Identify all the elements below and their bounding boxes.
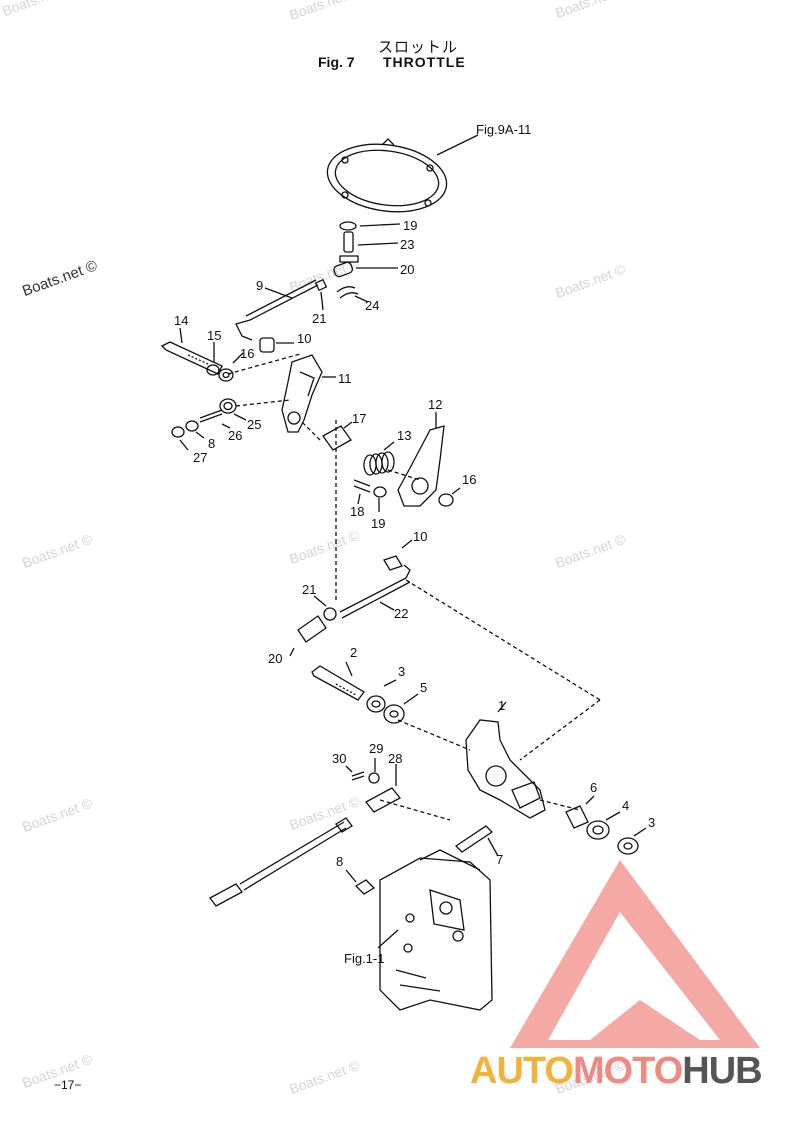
callout-21: 21 [302, 582, 316, 597]
callout-10: 10 [413, 529, 427, 544]
ref-fig1: Fig.1-1 [344, 951, 384, 966]
callout-20: 20 [268, 651, 282, 666]
callout-1: 1 [498, 698, 505, 713]
callout-28: 28 [388, 751, 402, 766]
callout-14: 14 [174, 313, 188, 328]
callout-27: 27 [193, 450, 207, 465]
callout-29: 29 [369, 741, 383, 756]
part-bracket-1 [465, 719, 546, 819]
callout-10: 10 [297, 331, 311, 346]
part-bolt-7 [454, 825, 494, 853]
callout-15: 15 [207, 328, 221, 343]
logo-part-moto: MOTO [572, 1050, 683, 1092]
callout-23: 23 [400, 237, 414, 252]
ref-fig9a: Fig.9A-11 [476, 122, 531, 137]
callout-19: 19 [371, 516, 385, 531]
part-bolt-2 [311, 665, 365, 701]
figure-number: Fig. 7 [318, 54, 355, 70]
callout-24: 24 [365, 298, 379, 313]
part-rod-9 [235, 279, 319, 341]
callout-16: 16 [240, 346, 254, 361]
callout-17: 17 [352, 411, 366, 426]
title-japanese: スロットル [378, 39, 459, 56]
part-throttle-cable [209, 817, 353, 907]
part-gasket-top [326, 138, 448, 213]
callout-25: 25 [247, 417, 261, 432]
callout-18: 18 [350, 504, 364, 519]
callout-8: 8 [336, 854, 343, 869]
callout-7: 7 [496, 852, 503, 867]
callout-30: 30 [332, 751, 346, 766]
part-joint-10 [383, 555, 403, 571]
callout-3: 3 [648, 815, 655, 830]
callout-4: 4 [622, 798, 629, 813]
callout-3: 3 [398, 664, 405, 679]
part-bolt-23 [333, 221, 359, 278]
alignment-lines [227, 353, 421, 600]
callout-5: 5 [420, 680, 427, 695]
callout-13: 13 [397, 428, 411, 443]
part-lever-11 [281, 354, 323, 433]
callout-20: 20 [400, 262, 414, 277]
figure-title: THROTTLE [383, 54, 466, 70]
callout-8: 8 [208, 436, 215, 451]
logo-part-hub: HUB [682, 1050, 762, 1092]
callout-26: 26 [228, 428, 242, 443]
callout-19: 19 [403, 218, 417, 233]
callout-9: 9 [256, 278, 263, 293]
logo-text: AUTOMOTOHUB [470, 1050, 763, 1093]
logo-mark [510, 860, 760, 1048]
page-number: −17− [54, 1078, 82, 1092]
part-bolt-14 [160, 341, 223, 375]
part-engine-block [379, 849, 493, 1011]
logo-part-auto: AUTO [470, 1050, 574, 1092]
callout-21: 21 [312, 311, 326, 326]
part-lever-12 [397, 425, 445, 507]
callout-labels: Fig.9A-11 19 23 20 24 9 21 14 15 10 16 1… [174, 122, 655, 966]
callout-16: 16 [462, 472, 476, 487]
callout-12: 12 [428, 397, 442, 412]
part-spring-13 [363, 451, 395, 476]
callout-6: 6 [590, 780, 597, 795]
part-rod-22 [339, 564, 411, 613]
callout-2: 2 [350, 645, 357, 660]
callout-11: 11 [338, 371, 352, 386]
callout-22: 22 [394, 606, 408, 621]
